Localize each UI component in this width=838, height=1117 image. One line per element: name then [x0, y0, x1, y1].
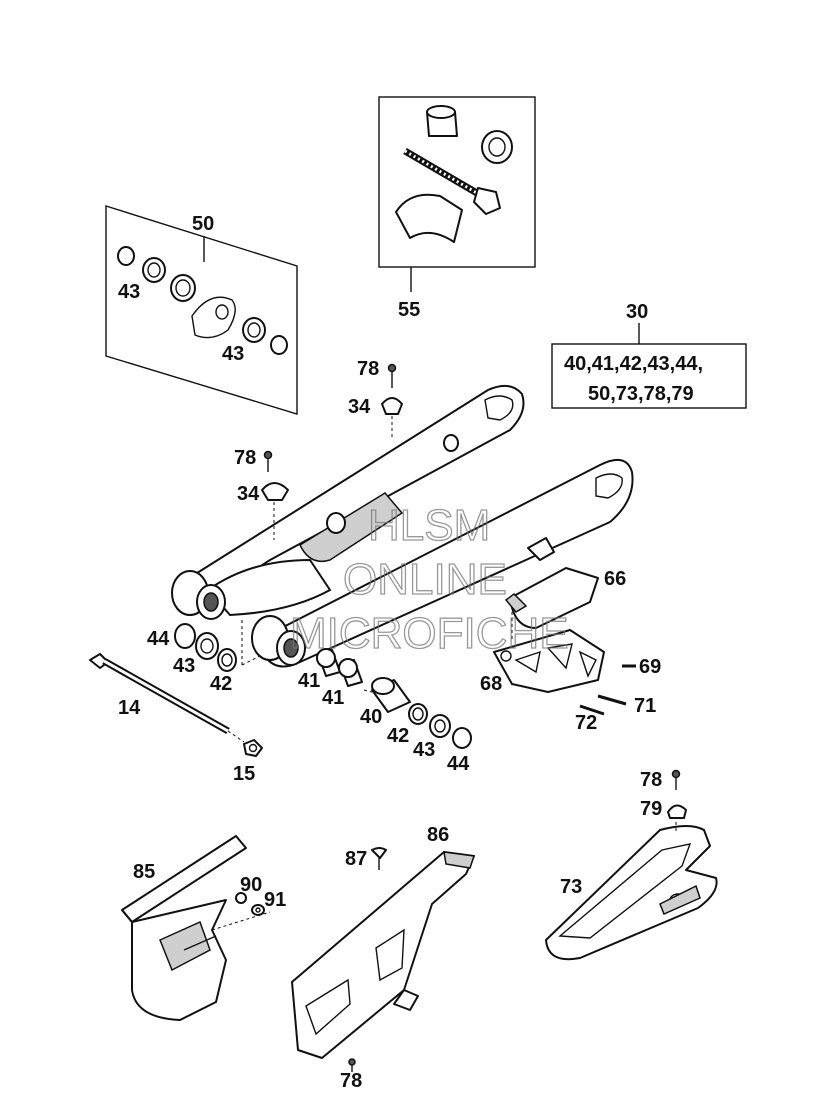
kit-30-contents-line2: 50,73,78,79 [588, 383, 694, 405]
watermark-line3: MICROFICHE [290, 609, 569, 658]
callout-50: 50 [192, 213, 214, 235]
callout-43: 43 [118, 281, 140, 303]
pivot-bearings-left [174, 620, 263, 672]
callout-87: 87 [345, 848, 367, 870]
kit-30-contents-line1: 40,41,42,43,44, [564, 353, 703, 375]
pivot-axle [89, 653, 263, 757]
callout-34: 34 [237, 483, 260, 505]
swingarm [171, 384, 634, 668]
callout-43: 43 [413, 739, 435, 761]
watermark-line2: ONLINE [343, 555, 507, 604]
callout-68: 68 [480, 673, 502, 695]
watermark-line1: HLSM [368, 501, 490, 550]
pivot-bearings-right [316, 648, 472, 749]
callout-44: 44 [447, 753, 470, 775]
chain-guard-85 [121, 835, 271, 1021]
callout-55: 55 [398, 299, 420, 321]
callout-90: 90 [240, 874, 262, 896]
callout-44: 44 [147, 628, 170, 650]
callout-69: 69 [639, 656, 661, 678]
callout-42: 42 [387, 725, 409, 747]
callout-42: 42 [210, 673, 232, 695]
callout-71: 71 [634, 695, 656, 717]
chain-guide [493, 567, 636, 716]
callout-15: 15 [233, 763, 255, 785]
callout-91: 91 [264, 889, 286, 911]
callout-41: 41 [298, 670, 320, 692]
callout-14: 14 [118, 697, 141, 719]
callout-86: 86 [427, 824, 449, 846]
bearing-kit-50-box [105, 205, 298, 415]
callout-72: 72 [575, 712, 597, 734]
callout-85: 85 [133, 861, 155, 883]
callout-30: 30 [626, 301, 648, 323]
kit-30-box [551, 323, 747, 409]
callouts: 50 43 43 55 30 40,41,42,43,44, 50,73,78,… [118, 213, 703, 1092]
callout-41: 41 [322, 687, 344, 709]
chain-slider-73 [545, 769, 718, 961]
callout-66: 66 [604, 568, 626, 590]
callout-78: 78 [640, 769, 662, 791]
fasteners-upper [261, 363, 403, 540]
callout-40: 40 [360, 706, 382, 728]
callout-34: 34 [348, 396, 371, 418]
callout-78: 78 [234, 447, 256, 469]
callout-73: 73 [560, 876, 582, 898]
chain-guard-86 [291, 847, 475, 1072]
callout-43: 43 [222, 343, 244, 365]
bolt-kit-55-box [378, 96, 536, 292]
callout-43: 43 [173, 655, 195, 677]
callout-78: 78 [340, 1070, 362, 1092]
callout-79: 79 [640, 798, 662, 820]
watermark: HLSM ONLINE MICROFICHE [289, 500, 569, 658]
callout-78: 78 [357, 358, 379, 380]
